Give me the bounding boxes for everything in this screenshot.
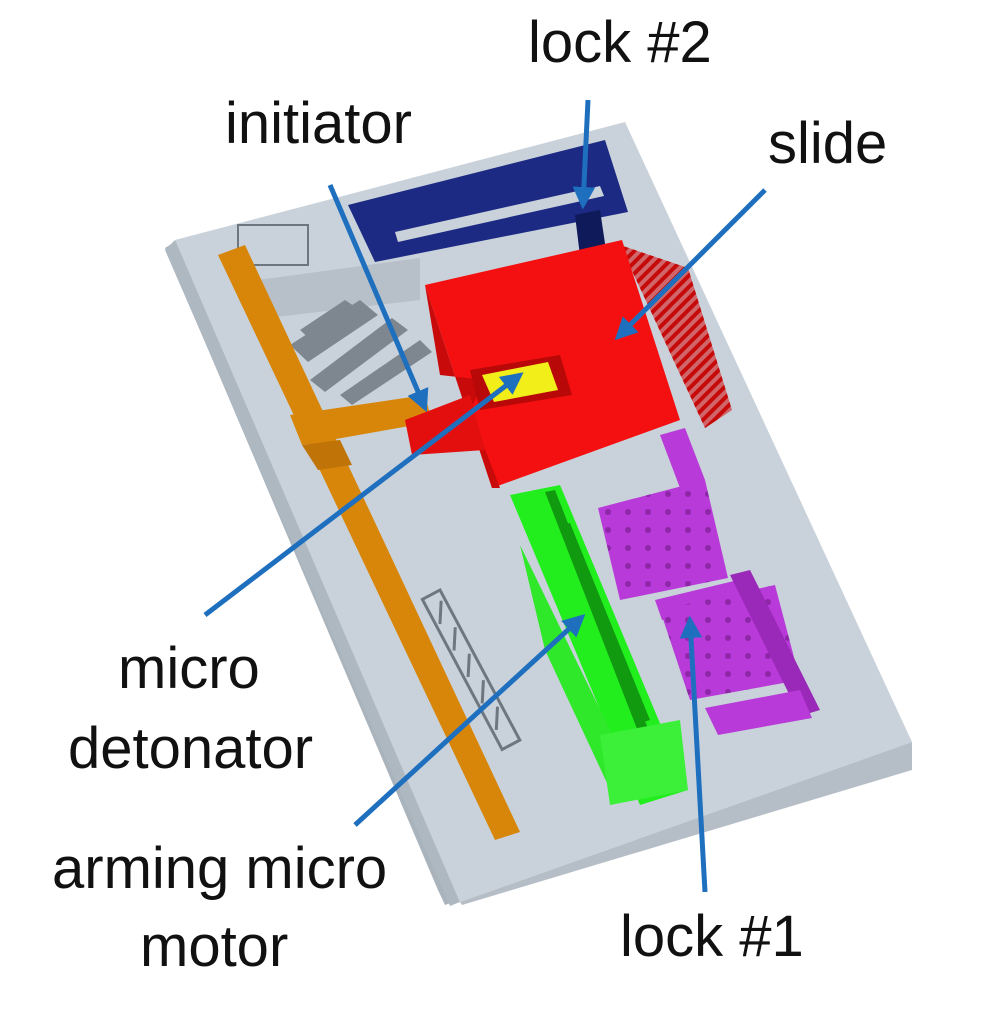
label-lock-1: lock #1 <box>620 904 804 969</box>
initiator-channel <box>218 245 520 840</box>
arrow-slide <box>614 188 767 341</box>
arrow-lock-1 <box>679 615 708 893</box>
arrow-micro-detonator <box>203 372 524 617</box>
label-micro-detonator-line2: detonator <box>68 716 313 781</box>
label-arming-micro-motor-line2: motor <box>140 914 288 979</box>
arrow-arming-micro-motor <box>353 613 586 827</box>
pointer-arrows <box>203 99 767 893</box>
component-labels: lock #2 initiator slide micro detonator … <box>52 10 887 979</box>
arrow-initiator <box>327 184 429 413</box>
arrow-lock-2 <box>572 99 596 210</box>
label-slide: slide <box>768 111 887 176</box>
lock-2-component <box>348 140 628 262</box>
substrate-left-edge <box>165 240 460 906</box>
label-micro-detonator-line1: micro <box>118 636 260 701</box>
label-lock-2: lock #2 <box>528 10 712 75</box>
substrate-bottom-edge <box>460 742 912 905</box>
label-initiator: initiator <box>225 91 412 156</box>
arming-micro-motor-component <box>510 485 688 805</box>
engraved-logo <box>420 587 522 752</box>
label-arming-micro-motor-line1: arming micro <box>52 836 387 901</box>
